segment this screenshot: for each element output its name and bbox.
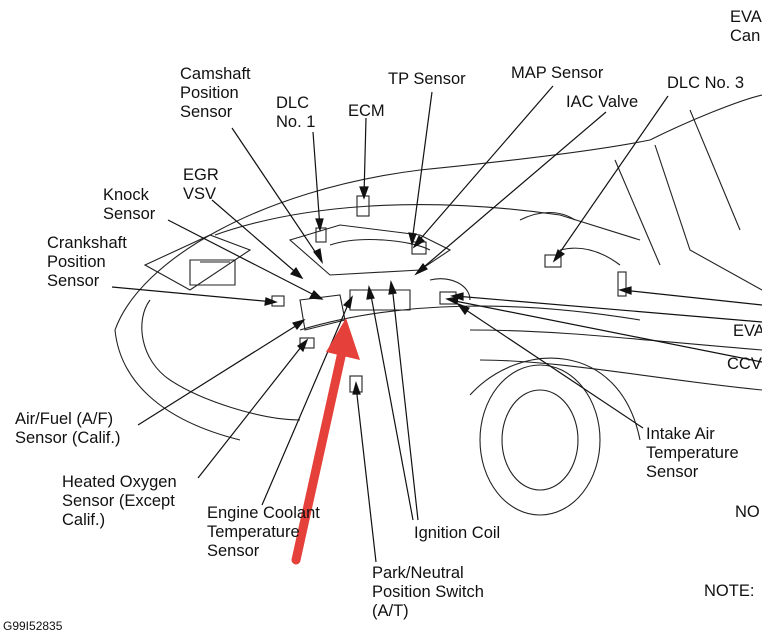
tp-sensor-label: TP Sensor <box>388 70 466 88</box>
car-outline <box>114 94 762 516</box>
park-neutral-position-switch-label: Park/Neutral Position Switch (A/T) <box>372 564 484 620</box>
intake-air-temperature-sensor-label: Intake Air Temperature Sensor <box>646 425 739 481</box>
evap-canister-label: EVA Can <box>730 8 762 45</box>
egr-vsv-label: EGR VSV <box>183 166 219 203</box>
engine-coolant-temperature-sensor-label: Engine Coolant Temperature Sensor <box>207 504 320 560</box>
note-label: NOTE: <box>704 582 755 600</box>
crankshaft-position-sensor-label: Crankshaft Position Sensor <box>47 234 127 290</box>
ecm-label: ECM <box>348 102 385 120</box>
eva-right-label: EVA <box>733 322 762 340</box>
knock-sensor-label: Knock Sensor <box>103 186 156 223</box>
air-fuel-sensor-label: Air/Fuel (A/F) Sensor (Calif.) <box>15 410 121 447</box>
red-pointer-arrow <box>291 318 360 565</box>
no-label: NO <box>735 503 760 521</box>
figure-id-label: G99I52835 <box>3 619 63 632</box>
dlc-no1-label: DLC No. 1 <box>276 94 316 131</box>
leader-lines <box>111 85 762 563</box>
dlc-no3-label: DLC No. 3 <box>667 74 745 92</box>
heated-oxygen-sensor-label: Heated Oxygen Sensor (Except Calif.) <box>62 473 177 529</box>
map-sensor-label: MAP Sensor <box>511 64 604 82</box>
iac-valve-label: IAC Valve <box>566 93 639 111</box>
ignition-coil-label: Ignition Coil <box>414 524 501 542</box>
ccv-label: CCV <box>727 355 762 373</box>
camshaft-position-sensor-label: Camshaft Position Sensor <box>180 65 251 121</box>
